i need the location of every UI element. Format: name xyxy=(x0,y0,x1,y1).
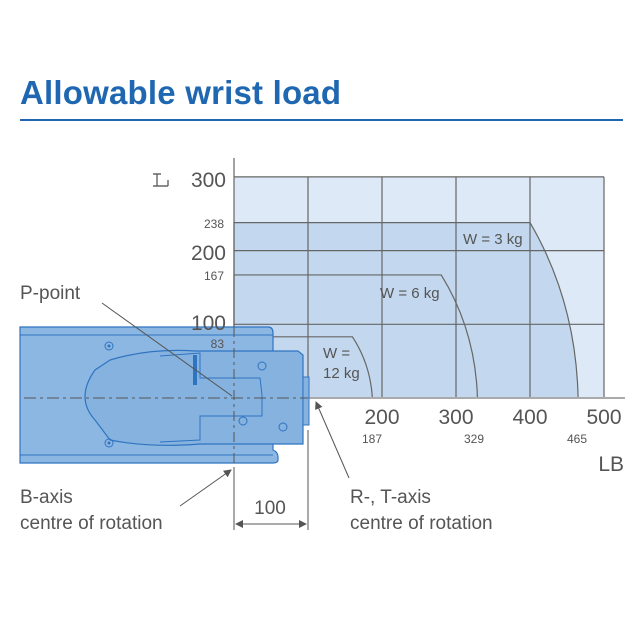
x-limit-465: 465 xyxy=(567,432,587,446)
rt-axis-label-line1: R-, T-axis xyxy=(350,487,431,508)
x-tick-200: 200 xyxy=(364,406,399,429)
y-tick-100: 100 xyxy=(191,312,226,335)
x-limit-329: 329 xyxy=(464,432,484,446)
y-tick-200: 200 xyxy=(191,242,226,265)
p-point-label: P-point xyxy=(20,283,81,304)
region-label-12kg-line1: W = xyxy=(323,345,350,362)
y-limit-167: 167 xyxy=(204,269,224,283)
rt-axis-label-line2: centre of rotation xyxy=(350,513,493,534)
y-tick-300: 300 xyxy=(191,169,226,192)
title-underline xyxy=(20,119,623,121)
region-label-6kg: W = 6 kg xyxy=(380,285,440,302)
b-axis-label-line1: B-axis xyxy=(20,487,73,508)
rt-axis-leader xyxy=(315,401,350,479)
region-label-12kg-line2: 12 kg xyxy=(323,365,360,382)
b-axis-leader xyxy=(179,469,232,507)
y-limit-83: 83 xyxy=(211,337,225,351)
x-axis-label: LB xyxy=(598,453,624,476)
x-tick-400: 400 xyxy=(512,406,547,429)
p-point-leader xyxy=(101,302,233,397)
b-axis-label-line2: centre of rotation xyxy=(20,513,163,534)
x-tick-300: 300 xyxy=(438,406,473,429)
y-axis-label-icon xyxy=(153,173,169,187)
x-limit-187: 187 xyxy=(362,432,382,446)
x-tick-500: 500 xyxy=(586,406,621,429)
region-label-3kg: W = 3 kg xyxy=(463,231,523,248)
page-title: Allowable wrist load xyxy=(20,74,342,111)
y-limit-238: 238 xyxy=(204,217,224,231)
dimension-100: 100 xyxy=(254,498,286,519)
